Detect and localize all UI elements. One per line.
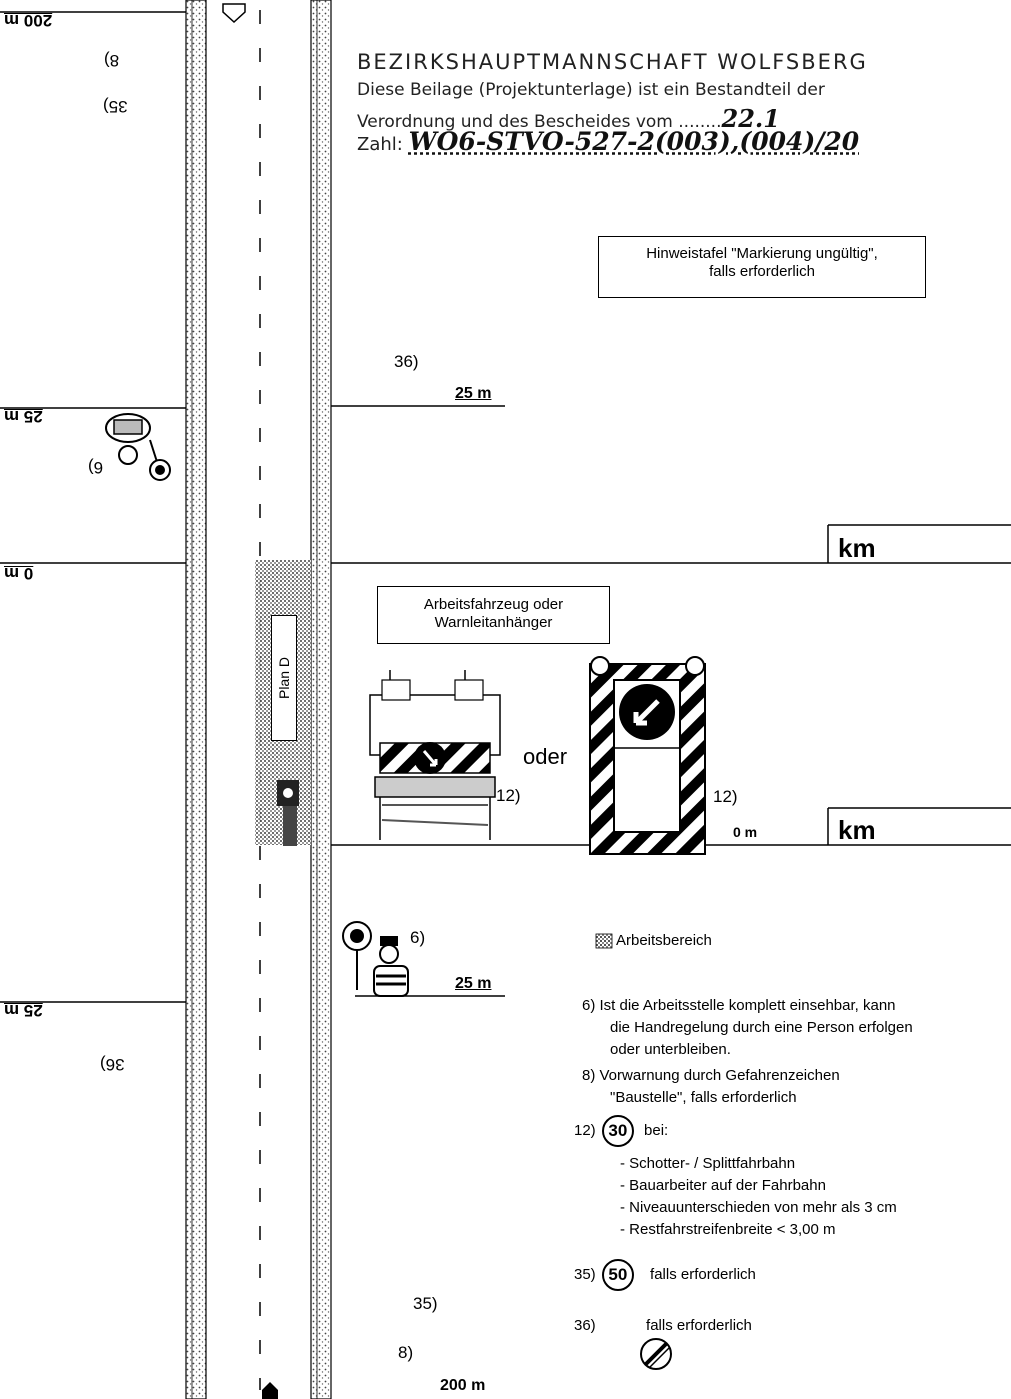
notes-block: 6) Ist die Arbeitsstelle komplett einseh…	[574, 995, 1007, 1337]
left-0m-label: 0 m	[4, 564, 34, 583]
km-top: km	[838, 533, 876, 563]
right-road-edge	[310, 0, 332, 1399]
left-road-edge	[185, 0, 207, 1399]
stamp-authority: BEZIRKSHAUPTMANNSCHAFT WOLFSBERG	[357, 50, 868, 74]
flagger-upper-icon	[105, 413, 171, 481]
note-12: 12) 30 bei:	[574, 1115, 1007, 1147]
ref-12-trailer: 12)	[713, 787, 738, 806]
note-8-line2: "Baustelle", falls erforderlich	[610, 1089, 797, 1106]
right-ref-36-top: 36)	[394, 352, 419, 371]
right-ref-35-bottom: 35)	[413, 1294, 438, 1313]
left-ref-35: 35)	[103, 97, 128, 116]
bullet-2: - Bauarbeiter auf der Fahrbahn	[620, 1177, 826, 1194]
left-200m-label: 200 m	[4, 11, 53, 30]
speed-limit-50-icon: 50	[601, 1259, 634, 1291]
legend-arbeitsbereich: Arbeitsbereich	[616, 932, 712, 949]
note-35: 35) 50 falls erforderlich	[574, 1259, 1007, 1291]
direction-arrow-icon	[222, 3, 246, 24]
oder-label: oder	[523, 744, 568, 769]
note-6-line2: die Handregelung durch eine Person erfol…	[610, 1019, 913, 1036]
left-25m-bottom-label: 25 m	[4, 1001, 43, 1020]
note-6-line1: 6) Ist die Arbeitsstelle komplett einseh…	[582, 997, 896, 1014]
work-vehicle-icon	[369, 670, 501, 840]
ref-12-vehicle: 12)	[496, 786, 521, 805]
right-200m-bottom: 200 m	[440, 1377, 486, 1394]
flagger-lower-icon	[342, 921, 409, 997]
bullet-1: - Schotter- / Splittfahrbahn	[620, 1155, 796, 1172]
note-8-line1: 8) Vorwarnung durch Gefahrenzeichen	[582, 1067, 840, 1084]
speed-limit-30-icon: 30	[601, 1115, 634, 1147]
stamp-zahl: WO6-STVO-527-2(003),(004)/20	[408, 127, 860, 156]
stamp-line4: Zahl: WO6-STVO-527-2(003),(004)/20	[357, 127, 860, 156]
vehicle-box: Arbeitsfahrzeug oder Warnleitanhänger	[377, 586, 610, 644]
end-marker-icon	[262, 1382, 278, 1399]
left-ref-36: 36)	[100, 1055, 125, 1074]
warning-trailer-icon	[589, 656, 706, 855]
right-0m: 0 m	[733, 824, 758, 840]
left-ref-6: 6)	[88, 458, 104, 477]
bullet-4: - Restfahrstreifenbreite < 3,00 m	[620, 1221, 836, 1238]
right-ref-6-bottom: 6)	[410, 928, 426, 947]
hinweistafel-box: Hinweistafel "Markierung ungültig", fall…	[598, 236, 926, 298]
note-6-line3: oder unterbleiben.	[610, 1041, 731, 1058]
right-25m-bottom: 25 m	[455, 975, 492, 992]
traffic-light-icon	[277, 780, 299, 846]
stamp-line3: Verordnung und des Bescheides vom ......…	[357, 104, 780, 133]
legend-hatch-icon	[595, 933, 613, 949]
km-bottom: km	[838, 815, 876, 845]
left-25m-top-label: 25 m	[4, 407, 43, 426]
plan-label-text: Plan D	[276, 656, 292, 700]
bullet-3: - Niveauunterschieden von mehr als 3 cm	[620, 1199, 897, 1216]
end-of-restriction-sign-icon	[640, 1338, 672, 1370]
right-25m-top: 25 m	[455, 385, 492, 402]
note-36: 36) falls erforderlich	[574, 1317, 752, 1334]
right-ref-8-bottom: 8)	[398, 1343, 414, 1362]
stamp-line2: Diese Beilage (Projektunterlage) ist ein…	[357, 80, 825, 100]
left-ref-8: 8)	[104, 51, 120, 70]
stamp-date: 22.1	[721, 104, 780, 133]
plan-label: Plan D	[271, 615, 297, 741]
